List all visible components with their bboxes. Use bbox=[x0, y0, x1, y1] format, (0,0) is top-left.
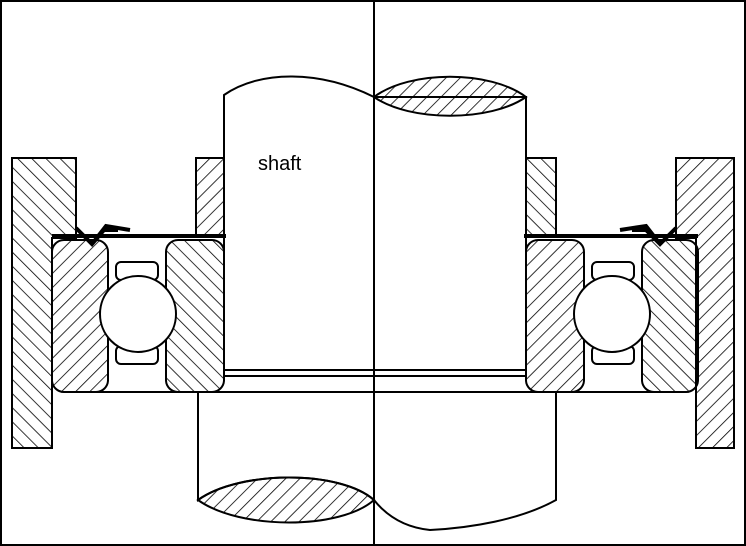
seals bbox=[52, 223, 698, 247]
shaft-lower bbox=[196, 391, 557, 532]
seal-left bbox=[52, 223, 226, 247]
shaft-upper-right-outline bbox=[373, 96, 527, 371]
left-bearing-ball bbox=[99, 275, 177, 353]
shaft-shoulders bbox=[195, 157, 557, 237]
housing bbox=[11, 157, 735, 449]
right-bearing-ball bbox=[573, 275, 651, 353]
shaft-upper-section-hatch bbox=[372, 75, 528, 117]
shaft-upper bbox=[223, 75, 528, 371]
shoulder-right bbox=[525, 157, 557, 237]
seal-right bbox=[524, 223, 698, 247]
shaft-upper-outline bbox=[223, 75, 375, 371]
left-bearing bbox=[51, 239, 225, 393]
right-bearing bbox=[525, 239, 699, 393]
shaft-label: shaft bbox=[258, 153, 302, 175]
shaft-lower-section-hatch bbox=[196, 476, 376, 524]
shoulder-left bbox=[195, 157, 225, 237]
